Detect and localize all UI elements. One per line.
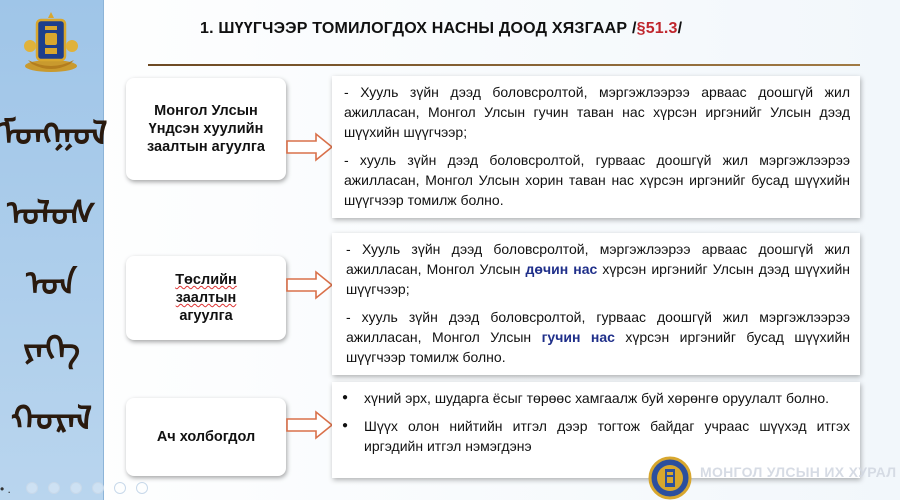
bullet-icon: ● xyxy=(342,392,349,403)
nav-dot[interactable] xyxy=(114,482,126,494)
vertical-script-word: ᠤᠨ xyxy=(26,264,77,304)
vertical-script-word: ᠶᠡᠬᠡ xyxy=(22,329,81,369)
title-divider xyxy=(148,64,860,66)
vertical-script-word: ᠮᠣᠩᠭᠣᠯ xyxy=(0,114,108,154)
label-word: заалтын xyxy=(175,290,237,306)
text-run: хүрсэн иргэнийг бусад шүүхийн шүүгчээр т… xyxy=(346,329,850,365)
label-line: Үндсэн хуулийн xyxy=(148,121,264,137)
arrow-right-icon xyxy=(286,410,334,440)
title-text: 1. ШҮҮГЧЭЭР ТОМИЛОГДОХ НАСНЫ ДООД ХЯЗГАА… xyxy=(200,20,637,37)
vertical-script-word: ᠬᠤᠷᠠᠯ xyxy=(10,399,93,439)
bullet-icon: ● xyxy=(342,420,349,431)
vertical-script-word: ᠤᠯᠤᠰ xyxy=(7,194,96,234)
highlight-text: дөчин нас xyxy=(525,261,598,277)
significance-content-box: ● хүний эрх, шударга ёсыг төрөөс хамгаал… xyxy=(332,382,860,478)
list-item: ● Шүүх олон нийтийн итгэл дээр тогтож ба… xyxy=(342,416,850,456)
text-run: - хууль зүйн дээд боловсролтой, гурваас … xyxy=(346,309,850,345)
draft-content-box: - Хууль зүйн дээд боловсролтой, мэргэжлэ… xyxy=(332,233,860,375)
constitution-label-box: Монгол Улсын Үндсэн хуулийн заалтын агуу… xyxy=(126,78,286,180)
footer-watermark: МОНГОЛ УЛСЫН ИХ ХУРАЛ xyxy=(700,464,897,480)
list-item-text: Шүүх олон нийтийн итгэл дээр тогтож байд… xyxy=(364,418,850,454)
text-run: хүрсэн иргэнийг Улсын дээд шүүхийн шүүгч… xyxy=(346,261,850,297)
page-dots: • . xyxy=(0,482,11,496)
title-end: / xyxy=(677,20,683,37)
arrow-right-icon xyxy=(286,132,334,162)
label-line: заалтын агуулга xyxy=(175,290,237,324)
highlight-text: гучин нас xyxy=(541,329,615,345)
list-item: ● хүний эрх, шударга ёсыг төрөөс хамгаал… xyxy=(342,388,850,408)
significance-label-box: Ач холбогдол xyxy=(126,398,286,476)
sidebar: ᠮᠣᠩᠭᠣᠯ ᠤᠯᠤᠰ ᠤᠨ ᠶᠡᠬᠡ ᠬᠤᠷᠠᠯ • . xyxy=(0,0,148,500)
content-paragraph: - хууль зүйн дээд боловсролтой, гурваас … xyxy=(346,307,850,367)
nav-dot[interactable] xyxy=(92,482,104,494)
content-paragraph: - хууль зүйн дээд боловсролтой, гурваас … xyxy=(344,152,850,208)
list-item-text: хүний эрх, шударга ёсыг төрөөс хамгаалж … xyxy=(364,390,830,406)
draft-label-box: Төслийн заалтын агуулга xyxy=(126,256,286,340)
label-line: Ач холбогдол xyxy=(156,429,256,445)
slide-nav[interactable] xyxy=(26,482,148,494)
parliament-emblem-icon xyxy=(648,456,692,500)
title-reference: §51.3 xyxy=(636,20,678,37)
slide-title: 1. ШҮҮГЧЭЭР ТОМИЛОГДОХ НАСНЫ ДООД ХЯЗГАА… xyxy=(200,20,820,38)
nav-dot[interactable] xyxy=(48,482,60,494)
label-line: Төслийн xyxy=(175,272,237,288)
content-paragraph: - Хууль зүйн дээд боловсролтой, мэргэжлэ… xyxy=(346,239,850,299)
text-run: - Хууль зүйн дээд боловсролтой, мэргэжлэ… xyxy=(346,241,850,277)
label-line: заалтын агуулга xyxy=(147,139,265,155)
label-line: Монгол Улсын xyxy=(154,103,258,119)
content-paragraph: - Хууль зүйн дээд боловсролтой, мэргэжлэ… xyxy=(344,84,850,140)
state-emblem-icon xyxy=(24,12,78,72)
constitution-content-box: - Хууль зүйн дээд боловсролтой, мэргэжлэ… xyxy=(332,76,860,218)
arrow-right-icon xyxy=(286,270,334,300)
nav-dot[interactable] xyxy=(70,482,82,494)
nav-dot[interactable] xyxy=(136,482,148,494)
nav-dot[interactable] xyxy=(26,482,38,494)
